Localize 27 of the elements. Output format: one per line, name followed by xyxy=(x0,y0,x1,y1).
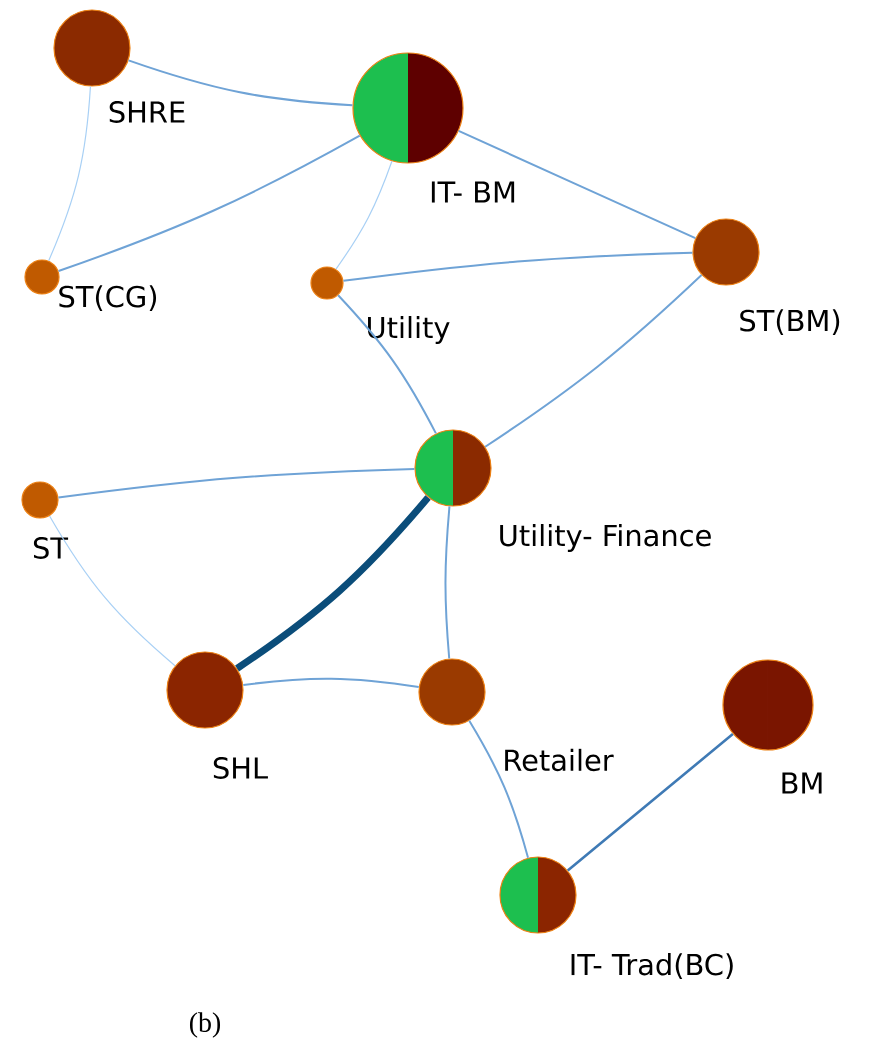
node-label: BM xyxy=(782,772,822,794)
connector xyxy=(457,129,697,240)
node-label: Retailer xyxy=(505,748,614,772)
node-label: Utility- Finance xyxy=(500,524,711,552)
connector xyxy=(342,251,694,282)
connector xyxy=(566,733,734,872)
connector xyxy=(444,505,451,660)
connector xyxy=(484,274,703,448)
connector xyxy=(235,495,431,672)
node-label: ST(BM) xyxy=(740,309,840,335)
connector xyxy=(57,134,361,273)
connector xyxy=(127,59,354,107)
connector xyxy=(335,160,393,270)
connector xyxy=(57,467,416,499)
node-label: Utility xyxy=(368,316,450,344)
connector xyxy=(337,294,437,435)
node-label: IT- BM xyxy=(431,181,515,203)
node-label: SHRE xyxy=(109,101,185,123)
node-label: ST xyxy=(33,537,69,559)
connector xyxy=(48,515,176,667)
connector xyxy=(242,677,420,689)
node-label: IT- Trad(BC) xyxy=(571,953,733,979)
node-label: SHL xyxy=(213,757,268,779)
connector xyxy=(468,719,530,859)
caption: (b) xyxy=(189,1012,221,1038)
connector xyxy=(48,85,92,262)
node-label: ST(CG) xyxy=(59,285,157,311)
